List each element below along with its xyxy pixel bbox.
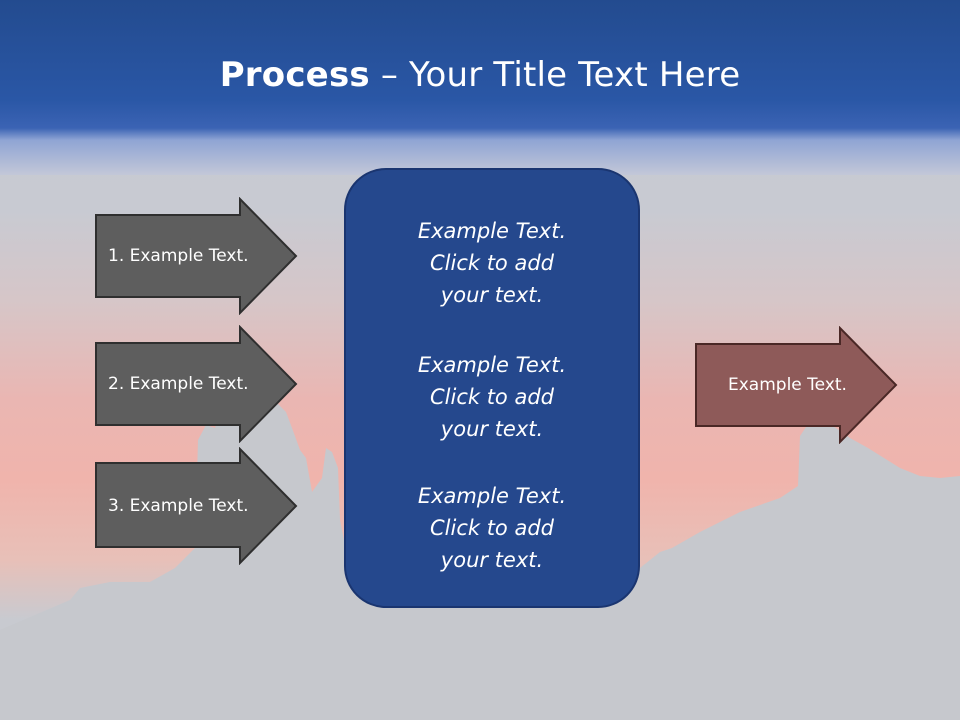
center-text-block-1[interactable]: Example Text. Click to add your text. bbox=[346, 215, 638, 311]
center-text-1-line3: your text. bbox=[440, 283, 544, 307]
title-bold: Process bbox=[219, 55, 370, 95]
arrow-label-2: 2. Example Text. bbox=[108, 374, 249, 394]
center-text-1-line2: Click to add bbox=[429, 251, 554, 275]
title-bar bbox=[0, 0, 960, 175]
center-text-3-line3: your text. bbox=[440, 548, 544, 572]
center-text-1-line1: Example Text. bbox=[417, 219, 567, 243]
center-text-2-line2: Click to add bbox=[429, 385, 554, 409]
center-text-block-2[interactable]: Example Text. Click to add your text. bbox=[346, 349, 638, 445]
result-arrow[interactable]: Example Text. bbox=[694, 325, 900, 445]
arrow-shape-1 bbox=[95, 196, 298, 316]
arrow-shape-3 bbox=[95, 446, 298, 566]
slide-title[interactable]: Process – Your Title Text Here bbox=[0, 50, 960, 100]
center-text-3-line1: Example Text. bbox=[417, 484, 567, 508]
center-text-2-line1: Example Text. bbox=[417, 353, 567, 377]
process-step-arrow-1[interactable]: 1. Example Text. bbox=[94, 196, 300, 316]
arrow-label-1: 1. Example Text. bbox=[108, 246, 249, 266]
result-arrow-label: Example Text. bbox=[728, 375, 847, 395]
center-content-box[interactable]: Example Text. Click to add your text. Ex… bbox=[344, 168, 640, 608]
title-rest: – Your Title Text Here bbox=[369, 55, 741, 95]
result-arrow-shape bbox=[695, 325, 898, 445]
center-text-block-3[interactable]: Example Text. Click to add your text. bbox=[346, 480, 638, 576]
center-text-3-line2: Click to add bbox=[429, 516, 554, 540]
arrow-shape-2 bbox=[95, 324, 298, 444]
process-step-arrow-2[interactable]: 2. Example Text. bbox=[94, 324, 300, 444]
process-step-arrow-3[interactable]: 3. Example Text. bbox=[94, 446, 300, 566]
center-text-2-line3: your text. bbox=[440, 417, 544, 441]
arrow-label-3: 3. Example Text. bbox=[108, 496, 249, 516]
